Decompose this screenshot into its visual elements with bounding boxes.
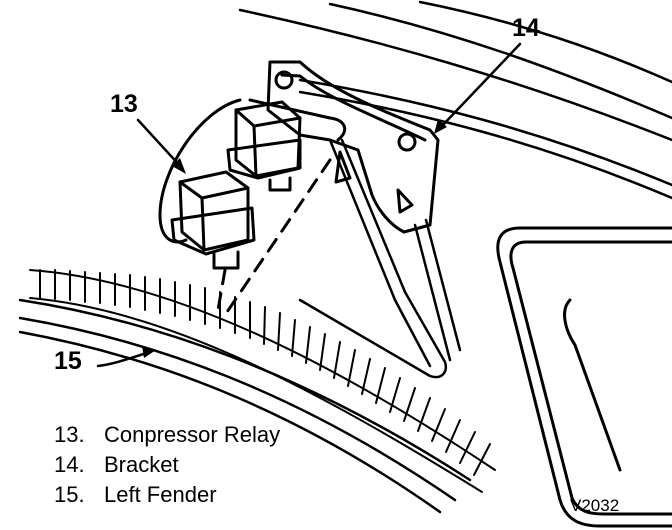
fender-opening [496,226,672,528]
lower-relay [170,170,256,270]
arrowheads [142,119,447,358]
arrowhead-14 [434,119,447,134]
legend: 13. Conpressor Relay 14. Bracket 15. Left F… [54,420,280,510]
legend-label: Left Fender [104,482,217,507]
legend-item: 15. Left Fender [54,480,280,510]
callout-13: 13 [110,90,138,118]
weatherstrip-ribs [39,269,491,476]
dashed-mount-line [216,158,332,317]
bracket-strut [298,138,462,379]
relay-wiring [158,98,347,244]
legend-item: 13. Conpressor Relay [54,420,280,450]
figure-code: V2032 [570,496,620,515]
legend-number: 15. [54,482,85,507]
bracket [266,60,440,234]
fender-weatherstrip [29,269,496,493]
leader-15 [96,350,152,368]
legend-item: 14. Bracket [54,450,280,480]
leader-14 [438,42,522,130]
upper-relay [226,100,302,192]
body-panel-lines [238,0,672,200]
legend-number: 13. [54,422,85,447]
fender-edge [18,298,472,514]
legend-label: Conpressor Relay [104,422,281,447]
arrowhead-15 [142,346,156,358]
legend-label: Bracket [104,452,179,477]
legend-number: 14. [54,452,85,477]
callout-14: 14 [512,14,540,42]
arrowhead-13 [172,158,186,174]
leader-13 [136,118,184,170]
callout-15: 15 [54,347,82,375]
